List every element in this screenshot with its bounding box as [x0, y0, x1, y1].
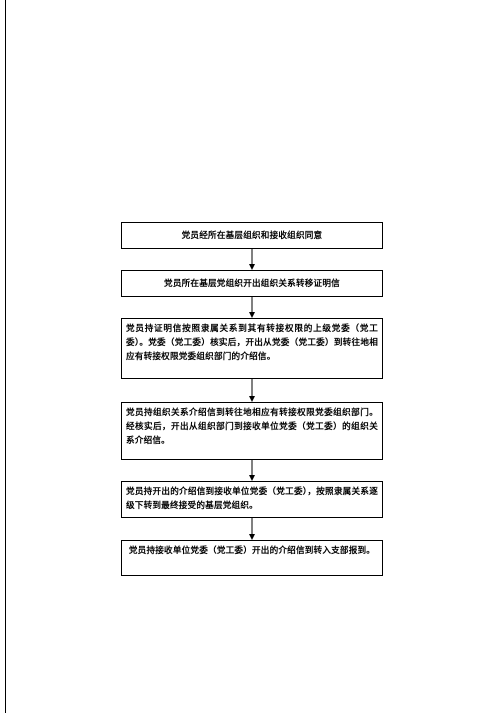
flow-step-3-text: 党员持证明信按照隶属关系到其有转接权限的上级党委（党工委）。党委（党工委）核实后…: [126, 324, 378, 362]
flow-step-3: 党员持证明信按照隶属关系到其有转接权限的上级党委（党工委）。党委（党工委）核实后…: [121, 318, 383, 379]
page-left-border: [5, 0, 6, 713]
flow-step-5: 党员持开出的介绍信到接收单位党委（党工委），按照隶属关系逐级下转到最终接受的基层…: [121, 481, 383, 518]
flow-step-2-text: 党员所在基层党组织开出组织关系转移证明信: [164, 278, 340, 289]
flow-step-1: 党员经所在基层组织和接收组织同意: [121, 222, 383, 249]
flow-step-4: 党员持组织关系介绍信到转往地相应有转接权限党委组织部门。经核实后，开出从组织部门…: [121, 402, 383, 460]
flow-step-2: 党员所在基层党组织开出组织关系转移证明信: [121, 270, 383, 297]
flow-step-1-text: 党员经所在基层组织和接收组织同意: [181, 230, 323, 241]
flow-step-6: 党员持接收单位党委（党工委）开出的介绍信到转入支部报到。: [121, 540, 383, 576]
flow-step-4-text: 党员持组织关系介绍信到转往地相应有转接权限党委组织部门。经核实后，开出从组织部门…: [126, 408, 378, 446]
flow-step-6-text: 党员持接收单位党委（党工委）开出的介绍信到转入支部报到。: [128, 546, 376, 556]
flow-step-5-text: 党员持开出的介绍信到接收单位党委（党工委），按照隶属关系逐级下转到最终接受的基层…: [126, 487, 378, 511]
